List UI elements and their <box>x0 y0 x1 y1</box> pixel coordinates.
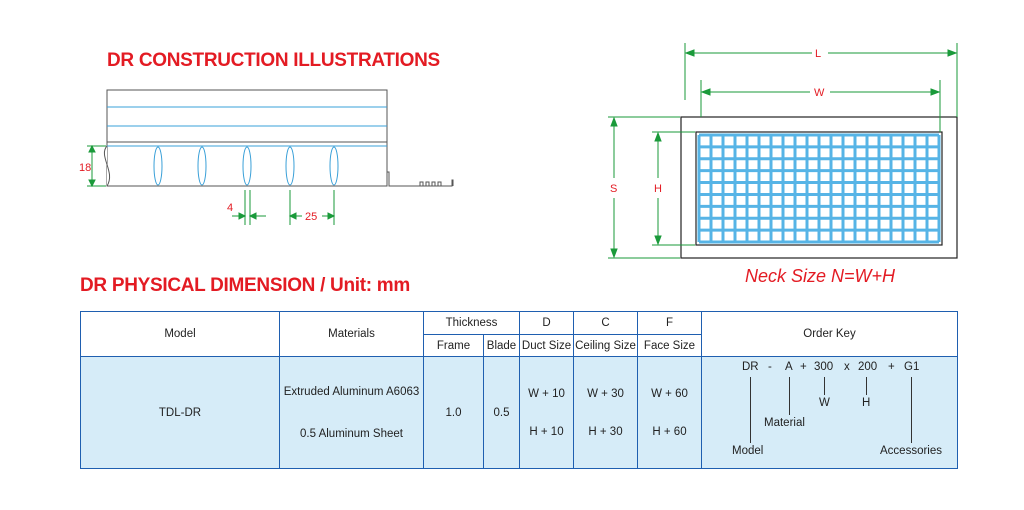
cell-materials: Extruded Aluminum A6063 0.5 Aluminum She… <box>279 356 424 469</box>
ok-h-value: 200 <box>858 361 878 373</box>
header-duct-size: Duct Size <box>519 334 574 357</box>
header-materials: Materials <box>279 311 424 357</box>
header-order-key: Order Key <box>701 311 958 357</box>
blade-sections <box>153 146 339 186</box>
side-view-illustration: 18 4 25 <box>79 89 454 225</box>
cell-model: TDL-DR <box>80 356 280 469</box>
ok-accessories-label: Accessories <box>880 445 942 457</box>
dim-pitch-label: 25 <box>305 211 317 223</box>
order-key-diagram: DR - A + 300 x 200 + G1 W H Material Mod… <box>702 357 957 468</box>
physical-dimension-heading: DR PHYSICAL DIMENSION / Unit: mm <box>80 275 410 296</box>
cell-face-size: W + 60 H + 60 <box>637 356 702 469</box>
dim-H-label: H <box>654 183 662 195</box>
dim-L-label: L <box>815 48 821 60</box>
duct-h: H + 10 <box>529 425 564 438</box>
physical-dimension-table: Model Materials Thickness D C F Order Ke… <box>80 311 958 469</box>
dim-W-label: W <box>814 87 825 99</box>
ok-g1: G1 <box>904 361 920 373</box>
header-model: Model <box>80 311 280 357</box>
dim-height-label: 18 <box>79 162 91 174</box>
header-c: C <box>573 311 638 335</box>
ok-h-label: H <box>862 397 871 409</box>
grille-grid <box>697 133 941 244</box>
face-w: W + 60 <box>651 387 688 400</box>
neck-size-formula: Neck Size N=W+H <box>745 266 896 286</box>
material-line-1: Extruded Aluminum A6063 <box>283 385 420 398</box>
ok-dash: - <box>768 361 772 373</box>
ok-tick-h <box>866 377 867 395</box>
duct-w: W + 10 <box>528 387 565 400</box>
ok-plus1: + <box>800 361 807 373</box>
ok-tick-model <box>750 377 751 443</box>
ok-material-label: Material <box>764 417 805 429</box>
ceiling-w: W + 30 <box>587 387 624 400</box>
face-h: H + 60 <box>652 425 687 438</box>
ok-w-label: W <box>819 397 830 409</box>
ok-tick-material <box>789 377 790 415</box>
ok-a: A <box>785 361 793 373</box>
ceiling-h: H + 30 <box>588 425 623 438</box>
cell-ceiling-size: W + 30 H + 30 <box>573 356 638 469</box>
ok-w-value: 300 <box>814 361 834 373</box>
header-frame: Frame <box>423 334 484 357</box>
header-f: F <box>637 311 702 335</box>
ok-x: x <box>844 361 850 373</box>
dim-blade-label: 4 <box>227 202 233 214</box>
material-line-2: 0.5 Aluminum Sheet <box>300 427 403 440</box>
cell-order-key: DR - A + 300 x 200 + G1 W H Material Mod… <box>701 356 958 469</box>
dim-S-label: S <box>610 183 617 195</box>
side-view-frame <box>103 89 454 187</box>
header-thickness: Thickness <box>423 311 520 335</box>
ok-plus2: + <box>888 361 895 373</box>
cell-blade: 0.5 <box>483 356 520 469</box>
header-face-size: Face Size <box>637 334 702 357</box>
ok-tick-accessories <box>911 377 912 443</box>
construction-heading: DR CONSTRUCTION ILLUSTRATIONS <box>107 50 440 71</box>
front-view-illustration: L W S H <box>608 43 958 259</box>
cell-duct-size: W + 10 H + 10 <box>519 356 574 469</box>
ok-dr: DR <box>742 361 759 373</box>
header-ceiling-size: Ceiling Size <box>573 334 638 357</box>
header-d: D <box>519 311 574 335</box>
header-blade: Blade <box>483 334 520 357</box>
ok-tick-w <box>824 377 825 395</box>
ok-model-label: Model <box>732 445 764 457</box>
cell-frame: 1.0 <box>423 356 484 469</box>
